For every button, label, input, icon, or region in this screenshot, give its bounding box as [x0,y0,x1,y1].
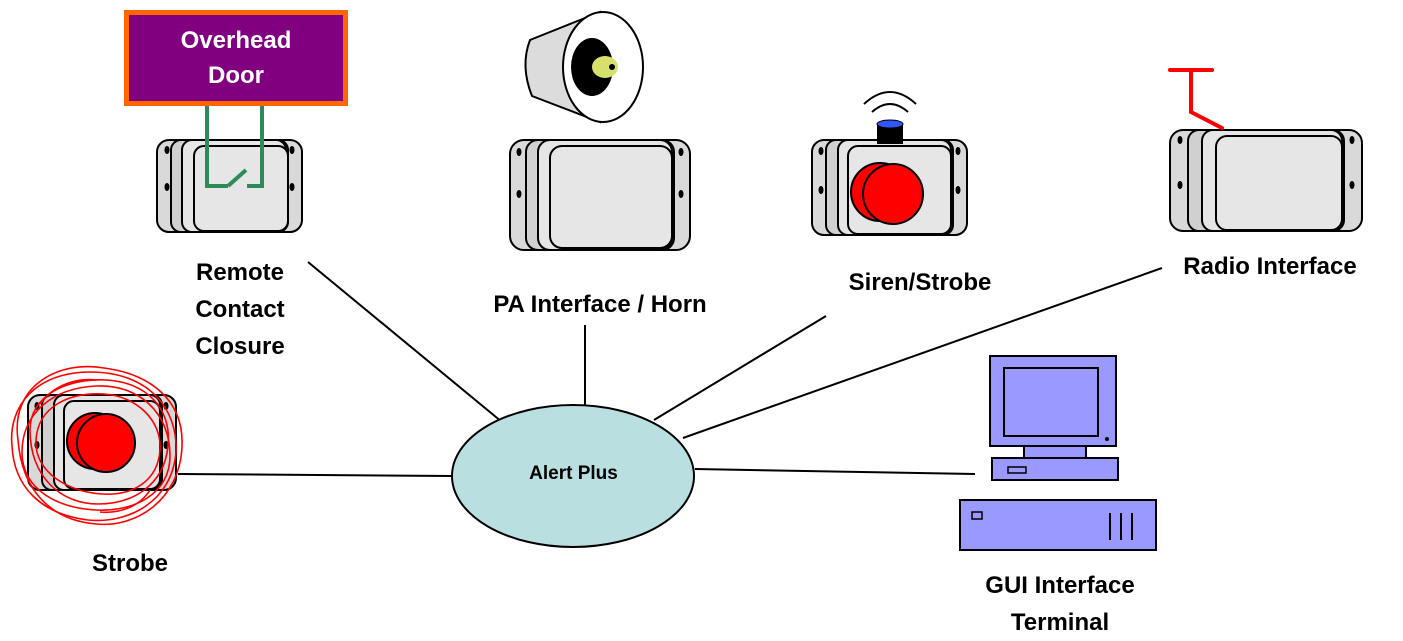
pa-horn-label: PA Interface / Horn [493,291,707,318]
strobe-label: Strobe [91,550,168,577]
overhead-door-label-line1: Overhead [180,27,292,54]
link-remote-contact [307,261,503,423]
radio-interface-box [1169,129,1363,232]
link-gui-terminal [694,468,976,475]
overhead-door-label-line2: Door [208,62,264,89]
hub-ellipse[interactable] [451,404,695,548]
siren-strobe-label: Siren/Strobe [848,269,992,296]
switch-contact-icon [205,106,264,188]
remote-contact-label-line3: Closure [195,333,285,360]
hub-label: Alert Plus [529,463,618,484]
link-strobe [177,473,453,477]
siren-icon [863,91,917,144]
strobe-flash-icon [10,365,183,526]
pa-interface-box [509,139,691,251]
remote-contact-label-line2: Contact [195,296,285,323]
computer-terminal-icon [959,355,1157,551]
antenna-icon [1168,68,1224,130]
remote-contact-box [156,139,303,233]
remote-contact-label: Remote Contact Closure [170,254,310,365]
link-radio [682,267,1163,439]
radio-interface-label: Radio Interface [1183,253,1357,280]
remote-contact-label-line1: Remote [195,259,285,286]
link-siren-strobe [653,315,827,421]
horn-icon [524,10,644,124]
gui-terminal-label-line2: Terminal [1010,609,1110,636]
siren-strobe-box [811,139,968,236]
gui-terminal-label-line1: GUI Interface [985,572,1135,599]
overhead-door-box[interactable]: Overhead Door [124,10,348,106]
connector-lines [177,261,1163,477]
strobe-box [27,394,177,491]
gui-terminal-label: GUI Interface Terminal [955,567,1165,641]
